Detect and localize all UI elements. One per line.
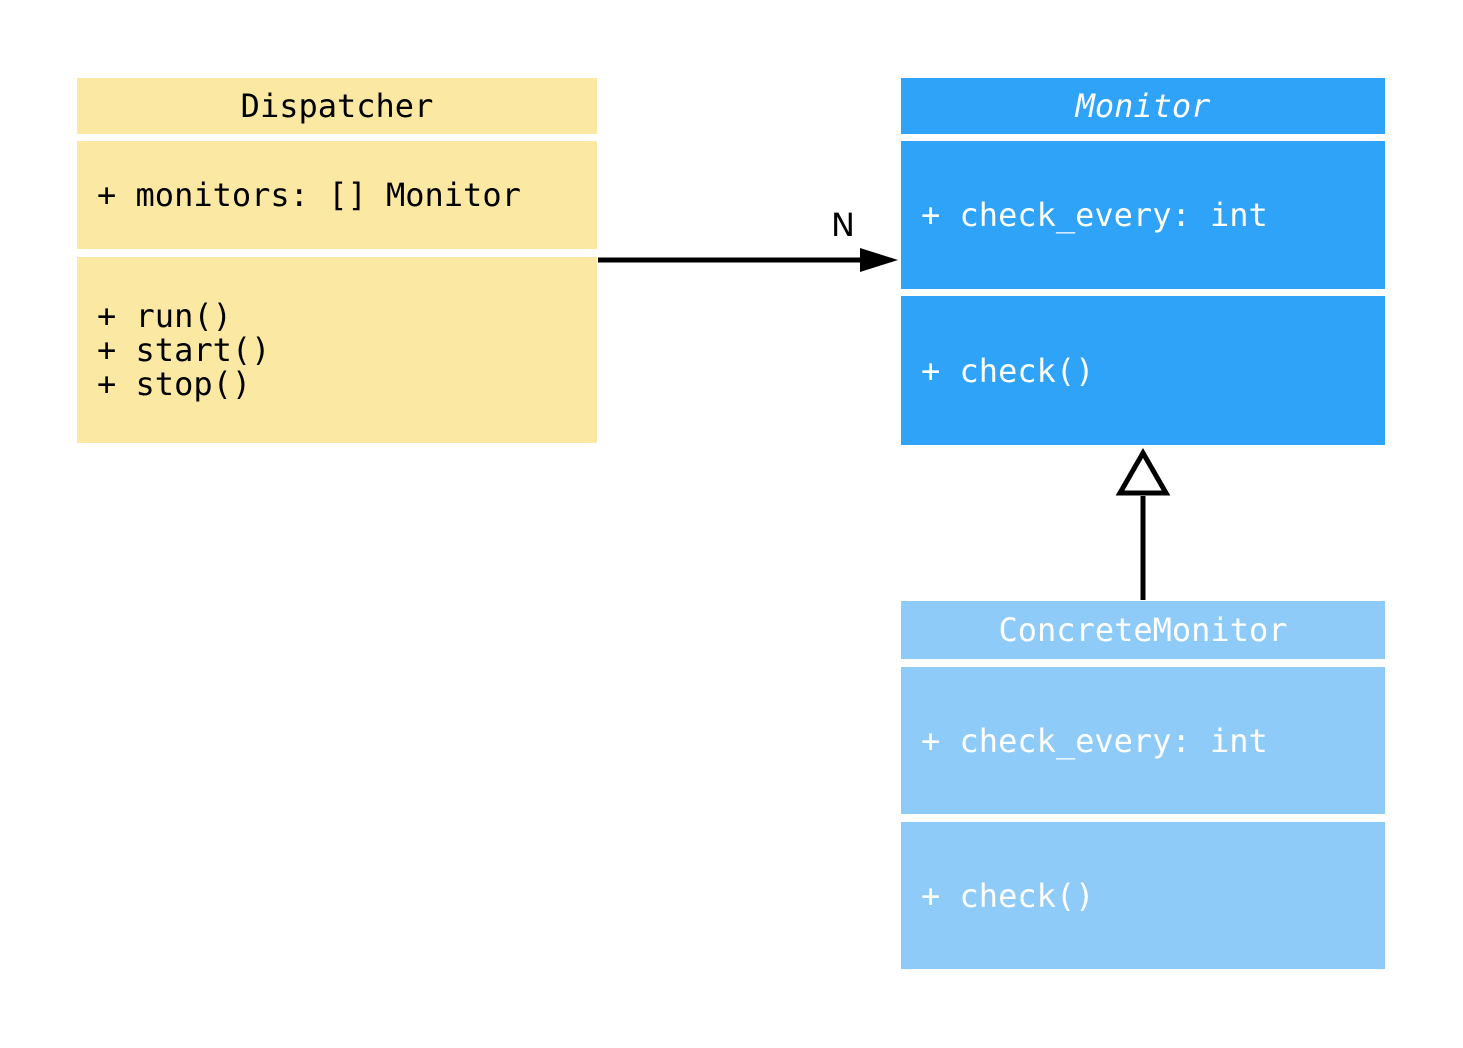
class-methods-section: + check()	[901, 822, 1385, 969]
class-title: Monitor	[901, 78, 1385, 134]
class-attributes-section: + check_every: int	[901, 667, 1385, 814]
class-box-concretemonitor: ConcreteMonitor + check_every: int + che…	[901, 601, 1385, 969]
inheritance-triangle-icon	[1115, 447, 1171, 496]
attribute-line: + monitors: [] Monitor	[97, 176, 521, 214]
method-line: + stop()	[97, 365, 252, 403]
class-box-dispatcher: Dispatcher + monitors: [] Monitor + run(…	[77, 78, 597, 443]
attribute-line: + check_every: int	[921, 721, 1268, 760]
association-arrow	[598, 248, 898, 272]
method-line: + start()	[97, 331, 271, 369]
class-attributes-section: + monitors: [] Monitor	[77, 141, 597, 249]
inheritance-arrow	[1115, 447, 1171, 600]
method-line: + run()	[97, 297, 232, 335]
class-attributes-section: + check_every: int	[901, 141, 1385, 289]
class-methods-section: + check()	[901, 296, 1385, 445]
class-box-monitor: Monitor + check_every: int + check()	[901, 78, 1385, 445]
class-title: Dispatcher	[77, 78, 597, 134]
method-line: + check()	[921, 876, 1095, 915]
class-methods-section: + run() + start() + stop()	[77, 257, 597, 443]
attribute-line: + check_every: int	[921, 196, 1268, 234]
class-title: ConcreteMonitor	[901, 601, 1385, 659]
method-line: + check()	[921, 351, 1095, 390]
association-multiplicity-label: N	[831, 206, 855, 244]
association-arrowhead-icon	[860, 248, 898, 272]
